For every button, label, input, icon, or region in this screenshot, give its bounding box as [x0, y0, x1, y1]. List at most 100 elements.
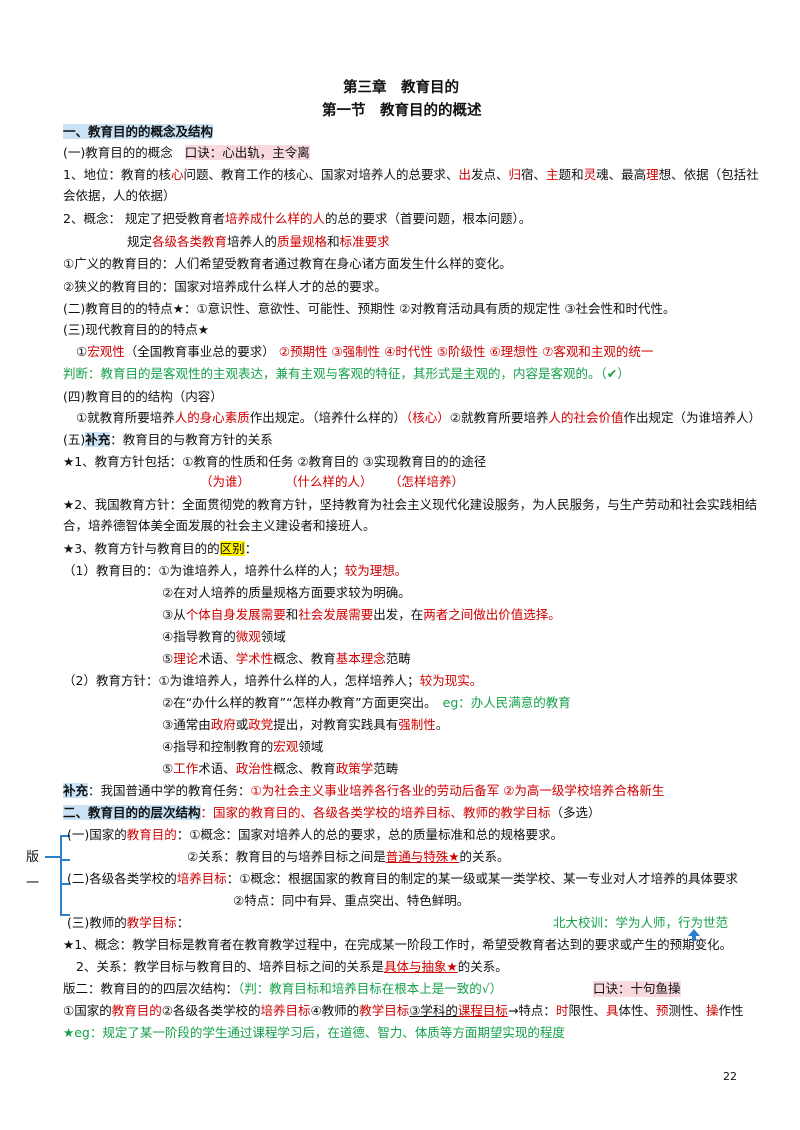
g3-r3: 两者之间做出价值选择。	[423, 607, 561, 622]
f-r7: 预	[655, 1003, 669, 1018]
f-p8: 作性	[718, 1003, 744, 1018]
def2-p1: 规定	[127, 234, 153, 249]
f-r4: 课程目标	[457, 1003, 508, 1018]
p3-p4: 。	[435, 717, 449, 732]
goal-row-4: ④指导教育的微观领域	[162, 629, 286, 645]
status-p3: 发点、	[471, 167, 509, 182]
policy-row-1: （2）教育方针：①为谁培养人，培养什么样的人，怎样培养人；较为现实。	[63, 673, 482, 689]
g5-p1: 术语、	[198, 651, 236, 666]
up-arrow-icon	[688, 929, 700, 941]
level-3: (三)教师的教学目标：	[67, 915, 189, 931]
l3-p1: (三)教师的	[67, 915, 127, 930]
p3-p2: 或	[235, 717, 249, 732]
f-r8: 操	[706, 1003, 719, 1018]
status-line: 1、地位：教育的核心问题、教育工作的核心、国家对培养人的总要求、出发点、归宿、主…	[63, 167, 759, 183]
level-2-features: ②特点：同中有异、重点突出、特色鲜明。	[233, 893, 470, 908]
status-p1: 1、地位：教育的核	[63, 167, 171, 182]
mf-p2: （全国教育事业总的要求）	[124, 344, 275, 359]
l1-p1: (一)国家的	[67, 827, 127, 842]
st-r2: （核心）	[406, 410, 450, 425]
policy-row-3: ③通常由政府或政党提出，对教育实践具有强制性。	[162, 717, 448, 733]
heading-1: 一、教育目的的概念及结构	[63, 124, 214, 140]
goal-row-5: ⑤理论术语、学术性概念、教育基本理念范畴	[162, 651, 411, 667]
diff-hl: 区别	[219, 541, 245, 556]
judgement-line: 判断：教育目的是客观性的主观表达，兼有主观与客观的特征，其形式是主观的，内容是客…	[63, 366, 630, 381]
f-p2: ④教师的	[310, 1003, 360, 1018]
section-title: 第一节 教育目的的概述	[322, 103, 482, 119]
f-p7: 测性、	[668, 1003, 707, 1018]
f-r1: 教育目的	[111, 1003, 162, 1018]
p2-p: ②在“办什么样的教育”“怎样办教育”方面更突出。	[162, 695, 437, 710]
def2-r2: 质量规格	[277, 234, 328, 249]
policy-components: ★1、教育方针包括：①教育的性质和任务 ②教育目的 ③实现教育目的的途径	[63, 454, 487, 469]
heading-2-tail: （多选）	[550, 805, 601, 820]
g5-p2: 概念、教育	[273, 651, 336, 666]
g4-r1: 微观	[235, 629, 261, 644]
concept-line: (一)教育目的的概念 口诀：心出轨，主令离	[63, 145, 310, 161]
f-p6: 体性、	[618, 1003, 656, 1018]
version-two-line: 版二：教育目的的四层次结构：（判：教育目标和培养目标在根本上是一致的√）	[63, 981, 502, 997]
status-p2: 问题、教育工作的核心、国家对培养人的总要求、	[183, 167, 459, 182]
g3-p1: ③从	[162, 607, 186, 622]
goal-row-3: ③从个体自身发展需要和社会发展需要出发，在两者之间做出价值选择。	[162, 607, 561, 623]
p5-p0: ⑤	[162, 761, 174, 776]
st-p4: 作出规定（为谁培养人）	[623, 410, 762, 425]
status-p7: 想、依据（包括社	[658, 167, 759, 182]
g5-p3: 范畴	[385, 651, 411, 666]
policy-note-c: （怎样培养）	[389, 474, 465, 489]
p2-g: eg：办人民满意的教育	[442, 695, 571, 710]
status-p6: 魂、最高	[596, 167, 647, 182]
modern-features-list: ①宏观性（全国教育事业总的要求）②预期性 ③强制性 ④时代性 ⑤阶级性 ⑥理想性…	[76, 344, 653, 360]
narrow-definition: ②狭义的教育目的：国家对培养成什么样人才的总的要求。	[63, 279, 387, 294]
g3-r1: 个体自身发展需要	[185, 607, 286, 622]
def2-p3: 和	[327, 234, 340, 249]
level-1-relation: ②关系：教育目的与培养目标之间是普通与特殊★的关系。	[187, 849, 509, 865]
l3-r1: 教学目标	[126, 915, 177, 930]
g4-p1: ④指导教育的	[162, 629, 236, 644]
mf-p1: ①	[76, 344, 88, 359]
def-p1: 2、概念： 规定了把受教育者	[63, 211, 225, 226]
relation-label: (五)补充：教育目的与教育方针的关系	[63, 432, 273, 448]
difference-label: ★3、教育方针与教育目的的区别：	[63, 541, 257, 557]
l2-r1: 培养目标	[176, 871, 227, 886]
definition-line: 2、概念： 规定了把受教育者培养成什么样的人的总的要求（首要问题，根本问题）。	[63, 211, 531, 227]
status-line-2: 会依据，人的依据）	[63, 188, 176, 203]
modern-features-label: (三)现代教育目的的特点★	[63, 322, 209, 337]
st-p1: ①就教育所要培养	[76, 410, 175, 425]
status-r5: 灵	[583, 167, 597, 182]
mf-r1: 宏观性	[87, 344, 125, 359]
l2-p1: (二)各级各类学校的	[67, 871, 177, 886]
st-p3: ②就教育所要培养	[449, 410, 549, 425]
structure-line: ①就教育所要培养人的身心素质作出规定。（培养什么样的）（核心）②就教育所要培养人…	[76, 410, 761, 426]
p5-p3: 范畴	[373, 761, 399, 776]
goal-row-2: ②在对人培养的质量规格方面要求较为明确。	[162, 585, 411, 600]
f-p1: ②各级各类学校的	[161, 1003, 261, 1018]
l1b-p2: 的关系。	[459, 849, 510, 864]
def-p2: 的总的要求（首要问题，根本问题）。	[324, 211, 532, 226]
def2-r3: 标准要求	[339, 234, 390, 249]
f-p0: ①国家的	[63, 1003, 112, 1018]
l3-p2: ：	[176, 915, 190, 930]
policy-row-4: ④指导和控制教育的宏观领域	[162, 739, 323, 755]
policy-label: （2）教育方针：	[63, 673, 159, 688]
concept-label: (一)教育目的的概念	[63, 145, 173, 160]
status-p4: 宿、	[521, 167, 547, 182]
g4-p2: 领域	[260, 629, 286, 644]
policy-note-a: （为谁）	[200, 474, 251, 489]
t2-p2: 的关系。	[457, 959, 508, 974]
f-r2: 培养目标	[260, 1003, 311, 1018]
supp-p1: ：我国普通中学的教育任务：	[88, 783, 251, 798]
def-r1: 培养成什么样的人	[224, 211, 325, 226]
t2-p1: 2、关系：教学目标与教育目的、培养目标之间的关系是	[76, 959, 384, 974]
brace-bottom	[60, 883, 70, 916]
diff-p2: ：	[244, 541, 258, 556]
def2-p2: 培养人的	[227, 234, 278, 249]
heading-1-text: 一、教育目的的概念及结构	[63, 124, 214, 139]
mnemonic-2: 口诀：十句鱼操	[593, 981, 681, 997]
china-policy-1: ★2、我国教育方针：全面贯彻党的教育方针，坚持教育为社会主义现代化建设服务，为人…	[63, 497, 758, 512]
g5-p0: ⑤	[162, 651, 174, 666]
diff-p1: ★3、教育方针与教育目的的	[63, 541, 220, 556]
heading-2-text: 二、教育目的的层次结构	[63, 805, 201, 820]
g3-p2: 和	[285, 607, 299, 622]
p1-p: ①为谁培养人，培养什么样的人，怎样培养人；	[158, 673, 420, 688]
